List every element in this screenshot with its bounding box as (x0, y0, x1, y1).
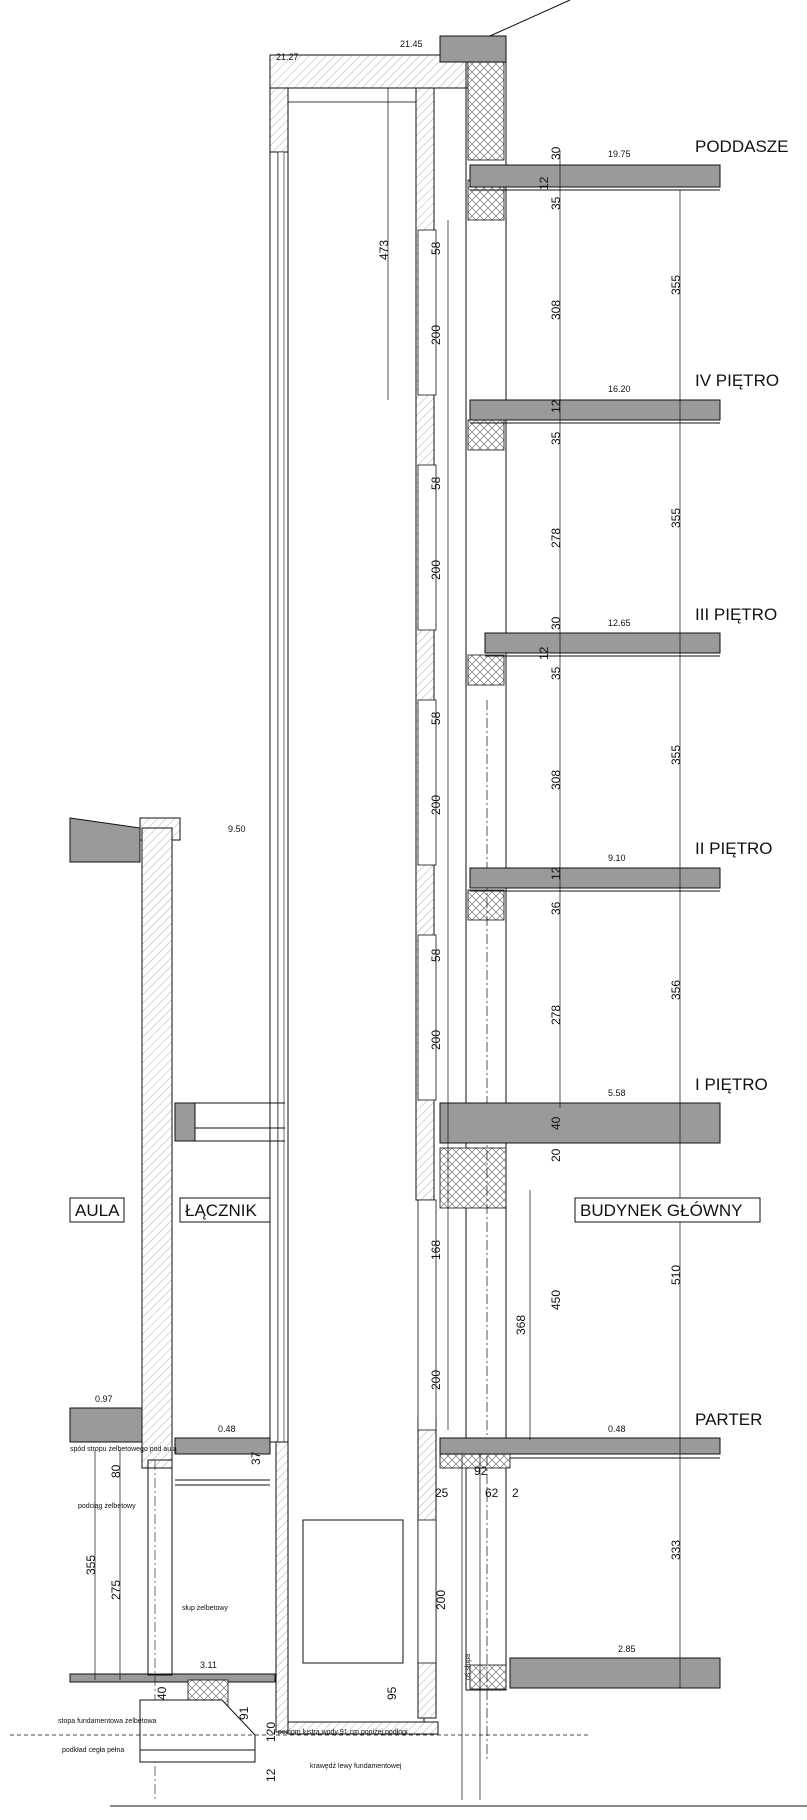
room-label-aula-box (69, 1197, 125, 1223)
dim-40-a: 40 (549, 1116, 563, 1130)
dim-91: 91 (237, 1706, 251, 1720)
dim-120: 120 (264, 1722, 278, 1742)
floor-label-parter: PARTER (695, 1410, 762, 1429)
floor-label-ii: II PIĘTRO (695, 839, 772, 858)
dim-308-b: 308 (549, 770, 563, 790)
dim-200-b: 200 (429, 560, 443, 580)
dim-30-a: 30 (549, 146, 563, 160)
dim-12-c: 12 (537, 646, 551, 660)
dim-333: 333 (669, 1540, 683, 1560)
floor-slabs (69, 164, 721, 1689)
note-axis: oś słupa (465, 1654, 472, 1680)
dim-20: 20 (549, 1148, 563, 1162)
level-21-45: 21.45 (400, 39, 423, 49)
dim-450: 450 (549, 1290, 563, 1310)
dim-356: 356 (669, 980, 683, 1000)
floor-label-iv: IV PIĘTRO (695, 371, 779, 390)
notes: spód stropu żelbetowego pod aulą podciąg… (58, 1446, 472, 1770)
dim-58-a: 58 (429, 241, 443, 255)
level-19-75: 19.75 (608, 149, 631, 159)
dim-12-a: 12 (537, 176, 551, 190)
level-5-58: 5.58 (608, 1088, 626, 1098)
floor-label-poddasze: PODDASZE (695, 137, 789, 156)
dim-355-d: 355 (84, 1555, 98, 1575)
floor-label-i: I PIĘTRO (695, 1075, 768, 1094)
room-label-main-building: BUDYNEK GŁÓWNY (580, 1201, 742, 1220)
dim-12-d: 12 (549, 866, 563, 880)
dim-355-c: 355 (669, 745, 683, 765)
dim-62: 62 (485, 1486, 499, 1500)
dim-58-c: 58 (429, 711, 443, 725)
level-21-27: 21.27 (276, 52, 299, 62)
dim-278-a: 278 (549, 528, 563, 548)
room-labels: AULA ŁĄCZNIK BUDYNEK GŁÓWNY (69, 1197, 761, 1223)
note-brick-base: podkład cegła pełna (62, 1747, 124, 1754)
note-rc-footing: stopa fundamentowa żelbetowa (58, 1718, 157, 1725)
room-label-lacznik-box (179, 1197, 271, 1223)
dim-200-e: 200 (429, 1370, 443, 1390)
dim-12-b: 12 (549, 399, 563, 413)
dim-168: 168 (429, 1240, 443, 1260)
dim-95: 95 (385, 1686, 399, 1700)
level-9-10: 9.10 (608, 853, 626, 863)
room-label-aula: AULA (75, 1201, 120, 1220)
note-foundation-edge: krawędź lewy fundamentowej (310, 1763, 402, 1770)
link-shaft (269, 54, 469, 1735)
level-0-48-main: 0.48 (608, 1424, 626, 1434)
dim-355-a: 355 (669, 275, 683, 295)
dim-275: 275 (109, 1580, 123, 1600)
dim-30-b: 30 (549, 616, 563, 630)
link-windows (417, 229, 437, 1664)
floor-label-group: PODDASZE IV PIĘTRO III PIĘTRO II PIĘTRO … (695, 137, 789, 1429)
dim-355-b: 355 (669, 508, 683, 528)
dim-40-b: 40 (155, 1686, 169, 1700)
note-rc-beam: podciąg żelbetowy (78, 1503, 136, 1510)
note-rc-column: słup żelbetowy (182, 1605, 228, 1612)
dim-37: 37 (249, 1451, 263, 1465)
dim-58-b: 58 (429, 476, 443, 490)
main-building-wall (439, 0, 571, 1800)
level-16-20: 16.20 (608, 384, 631, 394)
dim-278-b: 278 (549, 1005, 563, 1025)
dim-200-a: 200 (429, 325, 443, 345)
note-water-level: poziom lustra wody 91 cm poniżej podłogi (278, 1729, 408, 1736)
dim-92: 92 (474, 1464, 488, 1478)
floor-label-iii: III PIĘTRO (695, 605, 777, 624)
level-3-11: 3.11 (200, 1660, 217, 1670)
dim-25: 25 (435, 1486, 449, 1500)
room-label-main-building-box (574, 1197, 761, 1223)
note-slab-under-aula: spód stropu żelbetowego pod aulą (70, 1446, 177, 1453)
dim-35-c: 35 (549, 666, 563, 680)
dim-2: 2 (512, 1486, 519, 1500)
level-0-97: 0.97 (95, 1394, 113, 1404)
level-marks: 21.27 21.45 19.75 16.20 12.65 9.50 9.10 … (95, 39, 636, 1670)
dim-368: 368 (514, 1315, 528, 1335)
dim-308-a: 308 (549, 300, 563, 320)
level-0-48-link: 0.48 (218, 1424, 236, 1434)
dim-473: 473 (377, 240, 391, 260)
level-2-85: 2.85 (618, 1644, 636, 1654)
room-label-lacznik: ŁĄCZNIK (185, 1201, 257, 1220)
level-12-65: 12.65 (608, 618, 631, 628)
level-9-50: 9.50 (228, 824, 246, 834)
dimensions: 30 12 35 355 308 12 35 355 278 30 12 35 … (84, 146, 683, 1782)
dim-80: 80 (109, 1464, 123, 1478)
dim-58-d: 58 (429, 948, 443, 962)
dim-510: 510 (669, 1265, 683, 1285)
dim-12-e: 12 (264, 1768, 278, 1782)
dim-35-b: 35 (549, 431, 563, 445)
dim-200-c: 200 (429, 795, 443, 815)
dimension-lines (94, 88, 681, 1688)
dim-35-a: 35 (549, 196, 563, 210)
dim-200-d: 200 (429, 1030, 443, 1050)
dim-36: 36 (549, 901, 563, 915)
dim-200-f: 200 (434, 1590, 448, 1610)
aula-wall (10, 817, 807, 1807)
